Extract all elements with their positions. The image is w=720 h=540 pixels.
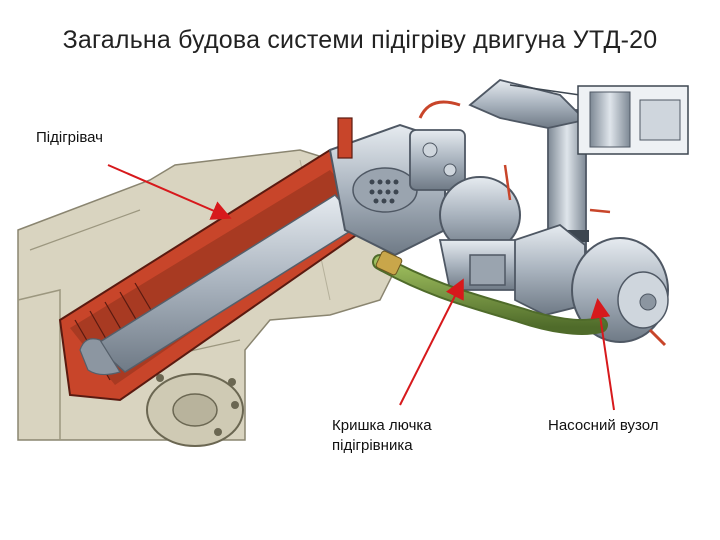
callout-arrows xyxy=(107,164,615,411)
valve-block xyxy=(409,100,466,191)
pump-unit-callout-arrow xyxy=(590,298,615,411)
hatch-cover-housing xyxy=(438,176,521,291)
heater-body xyxy=(58,148,387,402)
hatch-cover-label: Кришка лючка підігрівника xyxy=(332,416,492,456)
hatch-cover-label-line1: Кришка лючка xyxy=(332,417,432,434)
page-title: Загальна будова системи підігріву двигун… xyxy=(62,26,658,54)
coolant-hose xyxy=(372,250,608,335)
fuel-lines xyxy=(503,164,611,214)
hatch-cover-callout-arrow xyxy=(399,278,464,406)
pump-unit-label: Насосний вузол xyxy=(548,417,659,434)
engine-flange xyxy=(146,373,244,447)
inset-detail xyxy=(577,85,689,155)
heater-callout-arrow xyxy=(107,164,232,220)
hatch-cover-label-line2: підігрівника xyxy=(332,437,413,454)
heater-label: Підігрівач xyxy=(36,129,103,146)
